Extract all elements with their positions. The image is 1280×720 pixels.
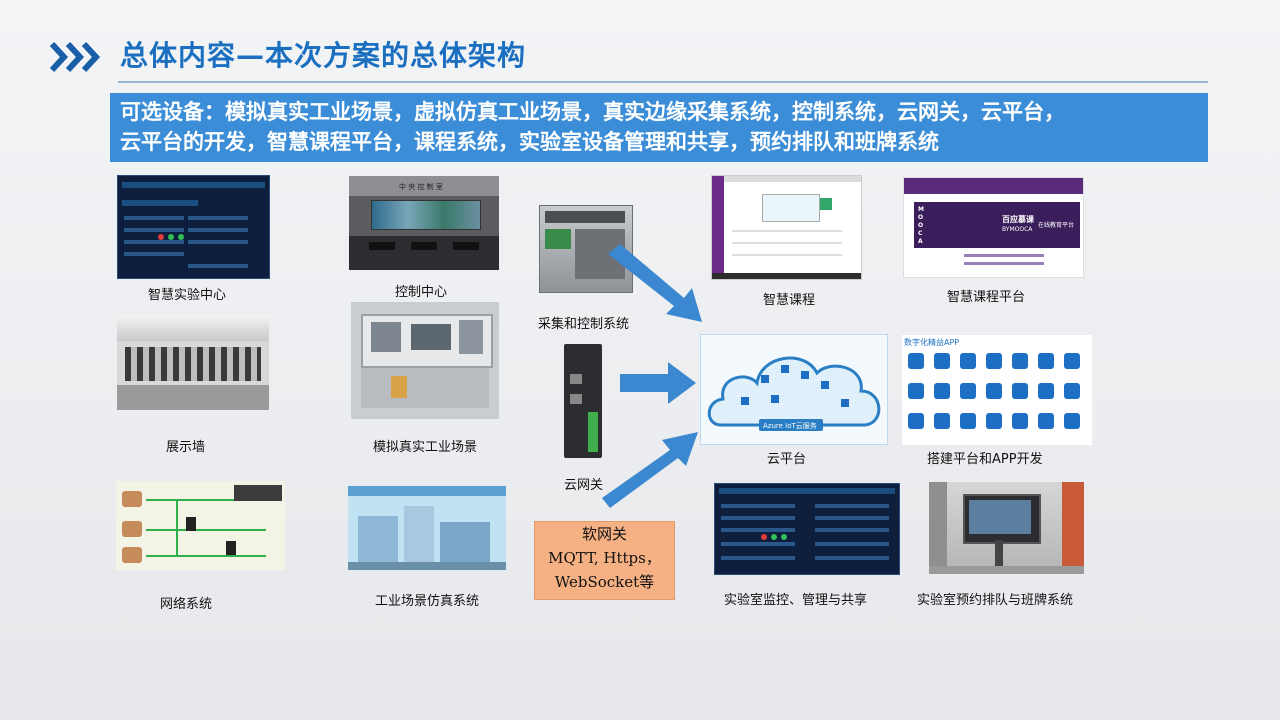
- mooca-letter-c: C: [918, 230, 923, 237]
- caption-smart-course-platform: 智慧课程平台: [947, 290, 1026, 305]
- mooca-tag: 在线教育平台: [1038, 222, 1075, 229]
- mooca-letter-m: M: [918, 206, 924, 213]
- smart-course-platform-image: M O O C A 百应慕课 BYMOOCA 在线教育平台: [903, 177, 1084, 278]
- arrow-softgw-to-cloud: [602, 432, 698, 508]
- page-title: 总体内容—本次方案的总体架构: [120, 39, 527, 72]
- mooca-letter-o1: O: [918, 214, 924, 221]
- gateway-device-image: [560, 344, 606, 460]
- smart-course-image: [711, 175, 862, 280]
- mooca-letter-o2: O: [918, 222, 924, 229]
- sim-factory-image: [351, 302, 499, 419]
- soft-gateway-title: 软网关: [581, 525, 627, 543]
- lab-monitor-image: [714, 483, 900, 575]
- cloud-platform-image: Azure IoT云服务: [700, 334, 888, 445]
- arrow-gateway-to-cloud: [620, 362, 696, 404]
- caption-control-center: 控制中心: [395, 285, 448, 300]
- cloud-icon: [707, 356, 881, 431]
- arrow-plc-to-cloud: [608, 244, 702, 322]
- chevron-right-icon: [49, 41, 101, 73]
- caption-app-dev: 搭建平台和APP开发: [927, 452, 1043, 467]
- soft-gateway-protocols-2: WebSocket等: [554, 573, 655, 591]
- mooca-brand: 百应慕课: [1002, 215, 1034, 224]
- soft-gateway-box: 软网关 MQTT, Https， WebSocket等: [534, 521, 675, 600]
- caption-cloud-platform: 云平台: [767, 452, 807, 467]
- caption-sim-factory: 模拟真实工业场景: [373, 440, 478, 455]
- app-grid-title: 数字化精益APP: [904, 338, 960, 347]
- caption-smart-lab: 智慧实验中心: [148, 288, 227, 303]
- soft-gateway-protocols: MQTT, Https，: [548, 549, 661, 567]
- caption-smart-course: 智慧课程: [763, 293, 816, 308]
- caption-showcase: 展示墙: [166, 440, 206, 455]
- options-banner: 可选设备：模拟真实工业场景，虚拟仿真工业场景，真实边缘采集系统，控制系统，云网关…: [110, 93, 1208, 162]
- showcase-image: [117, 315, 269, 410]
- banner-line-1: 可选设备：模拟真实工业场景，虚拟仿真工业场景，真实边缘采集系统，控制系统，云网关…: [120, 100, 1065, 124]
- title-divider: [118, 81, 1208, 83]
- azure-label: Azure IoT云服务: [763, 422, 817, 430]
- lab-booking-image: [929, 482, 1084, 574]
- caption-industrial-sim: 工业场景仿真系统: [375, 594, 480, 609]
- mooca-brand-en: BYMOOCA: [1002, 226, 1033, 233]
- control-room-sign: 中 央 控 制 室: [399, 183, 443, 191]
- smart-lab-image: [117, 175, 270, 279]
- caption-network: 网络系统: [160, 597, 213, 612]
- control-center-image: 中 央 控 制 室: [349, 176, 499, 270]
- caption-lab-booking: 实验室预约排队与班牌系统: [917, 593, 1074, 608]
- caption-lab-monitor: 实验室监控、管理与共享: [724, 593, 868, 608]
- banner-line-2: 云平台的开发，智慧课程平台，课程系统，实验室设备管理和共享，预约排队和班牌系统: [120, 130, 939, 154]
- network-image: [116, 481, 285, 570]
- caption-cloud-gateway: 云网关: [564, 478, 604, 493]
- caption-collect-control: 采集和控制系统: [538, 317, 630, 332]
- mooca-letter-a: A: [918, 238, 923, 245]
- industrial-sim-image: [348, 486, 506, 570]
- app-grid-image: 数字化精益APP: [902, 335, 1092, 445]
